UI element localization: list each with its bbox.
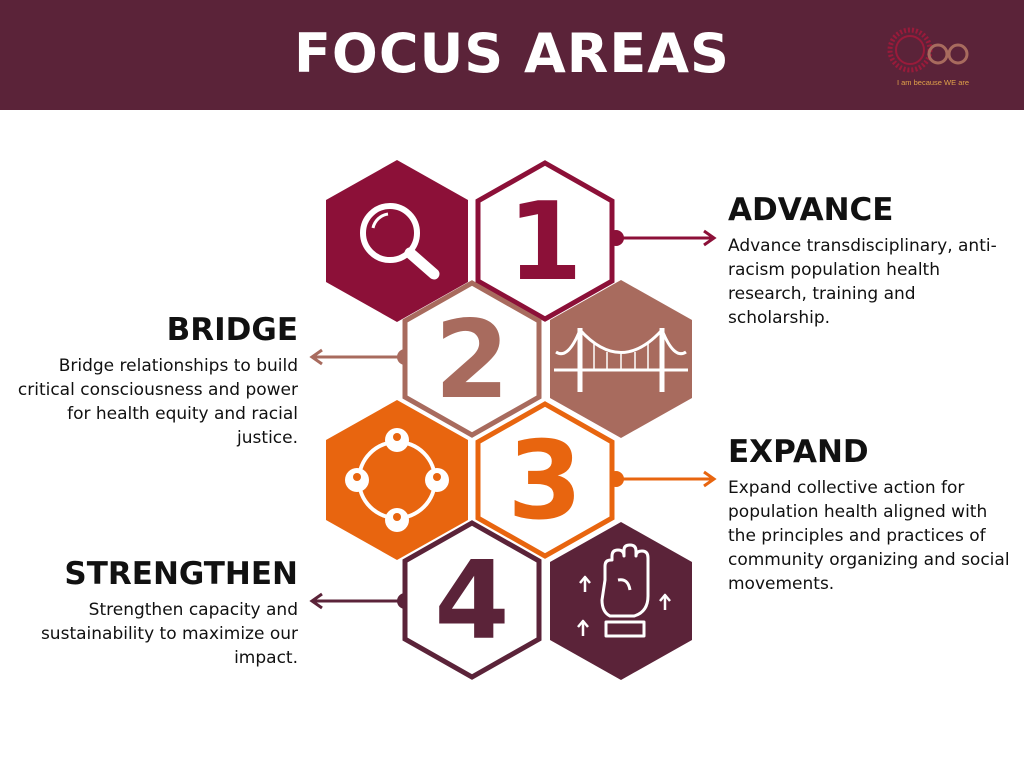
bridge-icon xyxy=(554,328,688,392)
hex-number-2: 2 xyxy=(402,280,542,438)
heading-expand: EXPAND xyxy=(728,434,869,470)
description-strengthen: Strengthen capacity and sustainability t… xyxy=(40,600,298,668)
hex-number-4: 4 xyxy=(402,520,542,680)
number-1: 1 xyxy=(507,180,582,305)
logo-icon xyxy=(887,27,969,73)
logo-tagline: I am because WE are xyxy=(896,78,970,87)
connector-expand xyxy=(608,470,717,488)
hex-icon-expand xyxy=(326,400,468,560)
connector-advance xyxy=(608,229,717,247)
number-4: 4 xyxy=(434,539,509,664)
description-bridge: Bridge relationships to build critical c… xyxy=(17,356,298,448)
connector-strengthen xyxy=(309,592,413,610)
number-2: 2 xyxy=(434,298,509,423)
description-expand: Expand collective action for population … xyxy=(728,478,1010,594)
connector-bridge xyxy=(309,348,413,366)
heading-strengthen: STRENGTHEN xyxy=(64,556,298,592)
header-banner xyxy=(0,0,1024,110)
description-advance: Advance transdisciplinary, anti-racism p… xyxy=(728,236,997,328)
heading-advance: ADVANCE xyxy=(728,192,894,228)
number-3: 3 xyxy=(507,419,582,544)
hex-icon-advance xyxy=(326,160,468,322)
community-circle-icon xyxy=(345,428,449,532)
page-title: FOCUS AREAS xyxy=(294,22,730,85)
raised-fist-icon xyxy=(577,543,671,638)
magnifying-glass-icon xyxy=(360,203,440,280)
hex-icon-strengthen xyxy=(550,522,692,680)
hex-number-1: 1 xyxy=(475,160,615,322)
heading-bridge: BRIDGE xyxy=(166,312,298,348)
hex-number-3: 3 xyxy=(475,401,615,559)
